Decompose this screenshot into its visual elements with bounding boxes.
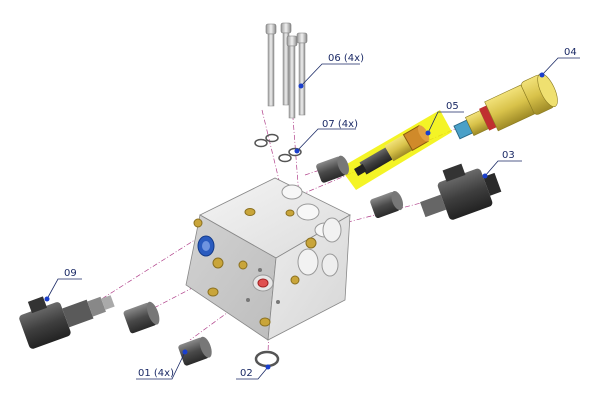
callout-04: 04 (539, 47, 580, 78)
callout-09: 09 (44, 268, 82, 302)
washers-07 (254, 133, 302, 163)
bolts-06 (265, 22, 308, 119)
callout-label-02: 02 (240, 368, 253, 379)
callout-label-07: 07 (4x) (322, 119, 358, 130)
callout-01: 01 (4x) (136, 349, 188, 380)
callout-label-06: 06 (4x) (328, 53, 364, 64)
bolt (296, 32, 308, 116)
callout-label-04: 04 (564, 47, 577, 58)
callouts: 06 (4x) 07 (4x) 05 04 03 09 (44, 47, 580, 380)
fittings (123, 155, 404, 366)
callout-02: 02 (236, 364, 271, 380)
bolt (286, 35, 298, 119)
callout-06: 06 (4x) (298, 53, 364, 89)
bolt (265, 23, 277, 107)
callout-label-05: 05 (446, 101, 459, 112)
callout-03: 03 (482, 150, 522, 179)
callout-05: 05 (425, 101, 464, 136)
cartridge-05 (340, 110, 452, 190)
solenoid-09 (19, 295, 115, 349)
cartridge-04 (453, 73, 558, 140)
valve-block (185, 177, 351, 341)
callout-label-03: 03 (502, 150, 515, 161)
o-ring-02 (254, 350, 280, 368)
callout-label-01: 01 (4x) (138, 368, 174, 379)
callout-07: 07 (4x) (294, 119, 358, 154)
solenoid-03 (420, 163, 502, 220)
callout-label-09: 09 (64, 268, 77, 279)
